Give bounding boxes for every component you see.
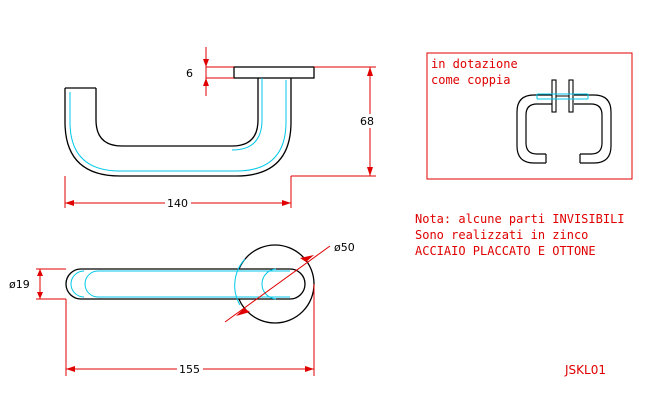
left-handle-outline <box>516 94 552 164</box>
hidden-line <box>231 78 263 151</box>
dimension-height: 68 <box>291 66 380 177</box>
note-line2: Sono realizzati in zinco <box>415 228 588 242</box>
dimension-thickness: 6 <box>186 47 234 96</box>
inset-frame <box>426 52 633 180</box>
handle-outline <box>64 78 292 177</box>
note-line1: Nota: alcune parti INVISIBILI <box>415 212 625 226</box>
bar-outline <box>65 268 306 300</box>
hidden-line <box>69 80 287 172</box>
hidden-line <box>70 270 85 298</box>
right-handle-outline <box>574 94 612 164</box>
hidden-line <box>234 258 246 306</box>
dimension-rosette-diameter-label: ø50 <box>334 241 355 254</box>
handle-side-view <box>64 66 315 177</box>
dimension-thickness-label: 6 <box>186 67 193 80</box>
dimension-length-top-label: 140 <box>167 197 188 210</box>
rosette-plate <box>233 66 315 79</box>
dimension-length-bottom-label: 155 <box>179 363 200 376</box>
hidden-line <box>261 268 277 300</box>
dimension-rosette-diameter: ø50 <box>224 241 355 323</box>
inset-line1: in dotazione <box>431 57 518 71</box>
right-handle-inner <box>574 103 603 155</box>
drawing-code: JSKL01 <box>564 363 606 377</box>
dimension-height-label: 68 <box>360 115 374 128</box>
left-handle-inner <box>525 103 552 155</box>
material-note: Nota: alcune parti INVISIBILI Sono reali… <box>415 212 625 258</box>
dimension-bar-diameter-label: ø19 <box>9 278 30 291</box>
dimension-length-bottom: 155 <box>65 284 315 376</box>
dimension-length-top: 140 <box>64 176 292 210</box>
pair-inset: in dotazione come coppia <box>426 52 633 180</box>
inset-line2: come coppia <box>431 73 510 87</box>
dimension-bar-diameter: ø19 <box>8 268 66 300</box>
note-line3: ACCIAIO PLACCATO E OTTONE <box>415 244 596 258</box>
hidden-line <box>84 270 99 298</box>
handle-inner-outline <box>95 78 259 147</box>
